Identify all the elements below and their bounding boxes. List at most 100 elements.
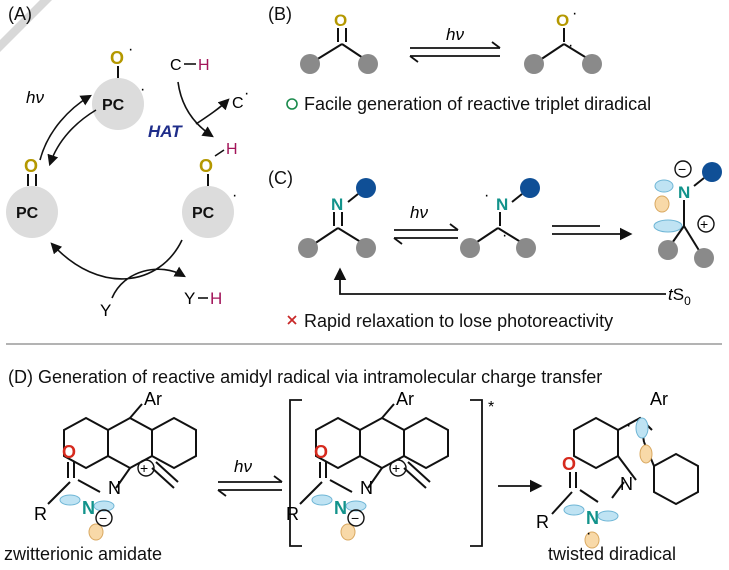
bracket-right	[470, 399, 483, 547]
ex-iminium-2	[403, 467, 427, 489]
zwitterion-molecule	[47, 403, 197, 505]
ex-oxygen: O	[314, 442, 328, 462]
dirad-ball-right	[582, 54, 602, 74]
ex-n-bond	[367, 467, 383, 489]
tw-n-bond	[611, 481, 625, 499]
hat-label: HAT	[148, 122, 183, 141]
imine-ball-left	[298, 238, 318, 258]
pc-right-radical: ·	[232, 187, 237, 204]
triplet-note: Facile generation of reactive triplet di…	[304, 94, 651, 114]
ketone-ball-left	[300, 54, 320, 74]
ex-r-bond	[299, 481, 323, 505]
c-radical-dot: ·	[244, 85, 249, 102]
d-eq-forward-head	[273, 475, 283, 483]
ex-ar: Ar	[396, 389, 414, 409]
dirad-c-dot: ·	[568, 37, 573, 54]
twist-ball-right	[694, 248, 714, 268]
tw-r-bond	[551, 491, 573, 515]
d-eq-back-head	[217, 489, 227, 497]
zw-amide-n	[77, 479, 101, 493]
zw-r: R	[34, 504, 47, 524]
b-eq-forward-head	[491, 41, 501, 49]
cross-marker-icon	[287, 315, 297, 325]
zw-ar: Ar	[144, 389, 162, 409]
tw-orbital-blue-1	[563, 504, 585, 516]
c-h-reagent: C H	[170, 57, 210, 74]
idr-n-dot: ·	[484, 187, 489, 204]
tw-ring-left	[573, 416, 619, 470]
zw-iminium-2	[151, 467, 175, 489]
imine-n-sub	[347, 193, 359, 203]
c-eq-forward-head	[449, 223, 459, 231]
regeneration-arc	[50, 239, 183, 280]
twisted-imine: N − +	[653, 160, 722, 268]
pc-right-label: PC	[192, 205, 215, 222]
panel-d: (D) Generation of reactive amidyl radica…	[4, 367, 699, 564]
pc-left-circle	[6, 186, 58, 238]
excited-star: *	[488, 399, 494, 416]
y-h-arrow	[111, 266, 186, 299]
c-radical-product: C	[232, 95, 244, 112]
y-reagent: Y	[100, 301, 111, 320]
imine-nitrogen: N	[331, 195, 343, 214]
pc-left-label: PC	[16, 205, 39, 222]
panel-d-label: (D) Generation of reactive amidyl radica…	[8, 367, 602, 387]
ex-minus: −	[351, 510, 359, 526]
ketone-oxygen: O	[334, 11, 347, 30]
panel-b-label: (B)	[268, 4, 292, 24]
ex-orbital-blue-2	[345, 500, 367, 512]
ch-hydrogen: H	[198, 57, 210, 74]
twist-plus: +	[700, 216, 708, 232]
zwitterion-label: zwitterionic amidate	[4, 544, 162, 564]
idr-c-dot: ·	[502, 227, 507, 244]
idr-blue-ball	[520, 178, 540, 198]
idr-n-sub	[511, 193, 523, 203]
imine: N	[298, 178, 376, 258]
zw-iminium-1	[155, 461, 179, 483]
yh-y: Y	[184, 289, 195, 308]
pc-right: PC · O H	[182, 141, 238, 238]
excited-molecule	[299, 403, 449, 505]
tw-orbital-orange	[584, 531, 600, 549]
zw-plus-circle	[137, 459, 155, 477]
ketone-ball-right	[358, 54, 378, 74]
zw-orbital-blue-2	[93, 500, 115, 512]
twisted-label: twisted diradical	[548, 544, 676, 564]
tw-r: R	[536, 512, 549, 532]
tw-amide-n	[579, 489, 599, 503]
tw-oxygen: O	[562, 454, 576, 474]
tw-n-dot: ·	[586, 525, 591, 542]
zw-ar-bond	[129, 403, 143, 419]
zw-orbital-orange	[88, 523, 104, 541]
ex-ar-bond	[381, 403, 395, 419]
idr-nitrogen: N	[496, 195, 508, 214]
tw-orbital-c-blue	[635, 417, 649, 439]
tw-n-amide: N	[586, 508, 599, 528]
panel-a: (A) PC · O · C H C · HAT PC · O	[6, 4, 249, 320]
tw-orbital-c-orange	[639, 444, 653, 464]
pc-left: PC O	[6, 156, 58, 238]
triplet-diradical: O · ·	[524, 5, 602, 74]
imine-blue-ball	[356, 178, 376, 198]
idr-ball-right	[516, 238, 536, 258]
bracket-left	[289, 399, 302, 547]
tw-orbital-blue-2	[597, 510, 619, 522]
panel-a-label: (A)	[8, 4, 32, 24]
zw-minus: −	[99, 510, 107, 526]
hat-arc-arrow	[177, 81, 214, 138]
ex-plus: +	[392, 460, 400, 476]
imine-bond-l	[313, 227, 339, 245]
dirad-oxygen: O	[556, 11, 569, 30]
zw-n-bond	[115, 467, 131, 489]
twist-ball-left	[658, 240, 678, 260]
orbital-n-orange	[654, 195, 670, 213]
hv-down-arrow	[47, 109, 97, 167]
idr-bond-l	[473, 227, 499, 245]
relax-note: Rapid relaxation to lose photoreactivity	[304, 311, 613, 331]
ex-orbital-orange	[340, 523, 356, 541]
ex-minus-circle	[347, 509, 365, 527]
zw-minus-circle	[95, 509, 113, 527]
hv-label-a: hν	[26, 88, 44, 107]
imine-diradical: N · ·	[460, 178, 540, 258]
